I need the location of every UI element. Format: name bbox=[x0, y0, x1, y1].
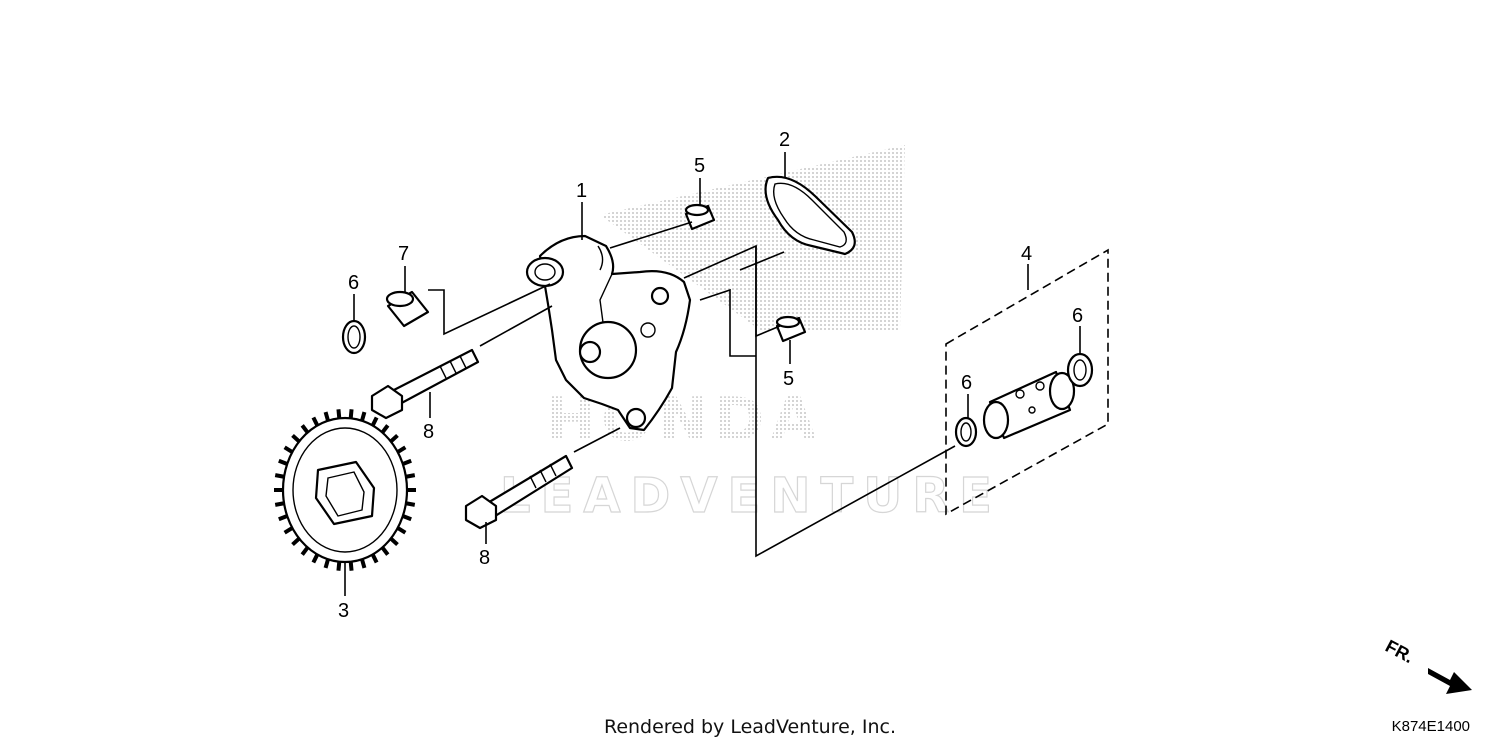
gear-tooth bbox=[396, 445, 407, 454]
part-5-dowel-top bbox=[684, 203, 716, 231]
callout-8-lower: 8 bbox=[479, 547, 490, 569]
diagram-code: K874E1400 bbox=[1391, 718, 1470, 735]
leader-lines bbox=[344, 152, 1081, 596]
callout-3: 3 bbox=[338, 600, 349, 622]
gear-tooth bbox=[283, 445, 294, 454]
part-3-driven-gear bbox=[274, 409, 416, 571]
gear-tooth bbox=[278, 514, 288, 522]
watermark-leadventure: LEADVENTURE bbox=[500, 468, 1002, 524]
gear-tooth bbox=[311, 553, 320, 564]
gear-tooth bbox=[300, 546, 310, 556]
callout-6-left: 6 bbox=[348, 272, 359, 294]
callout-2: 2 bbox=[779, 129, 790, 151]
front-direction-indicator: FR. bbox=[1382, 636, 1472, 694]
gear-tooth bbox=[336, 409, 342, 419]
gear-tooth bbox=[405, 473, 416, 479]
gear-tooth bbox=[360, 558, 367, 569]
gear-tooth bbox=[348, 561, 354, 571]
gear-tooth bbox=[336, 561, 342, 571]
part-5-dowel-bottom bbox=[775, 315, 807, 343]
callout-5-top: 5 bbox=[694, 155, 705, 177]
part-6-o-ring-right bbox=[1066, 352, 1094, 388]
gear-tooth bbox=[396, 526, 407, 535]
gear-tooth bbox=[405, 501, 416, 507]
watermark-wing bbox=[600, 145, 905, 330]
callouts: 1 2 3 4 5 5 6 6 6 7 8 8 bbox=[338, 129, 1083, 622]
part-6-o-ring-left bbox=[341, 319, 367, 355]
gear-tooth bbox=[370, 553, 379, 564]
part-4-relief-valve bbox=[982, 370, 1076, 440]
gear-tooth bbox=[283, 526, 294, 535]
gear-tooth bbox=[348, 409, 354, 419]
part-1-oil-pump bbox=[525, 234, 692, 432]
gear-tooth bbox=[274, 501, 285, 507]
callout-8-upper: 8 bbox=[423, 421, 434, 443]
part-2-gasket bbox=[764, 175, 856, 256]
gear-tooth bbox=[380, 424, 390, 434]
part-7-collar bbox=[385, 290, 430, 328]
callout-6-right: 6 bbox=[1072, 305, 1083, 327]
gear-tooth bbox=[311, 416, 320, 427]
part-4-group-box bbox=[945, 248, 1109, 516]
gear-tooth bbox=[380, 546, 390, 556]
gear-tooth bbox=[389, 537, 399, 547]
gear-tooth bbox=[274, 473, 285, 479]
gear-tooth bbox=[389, 433, 399, 443]
callout-6-mid: 6 bbox=[961, 372, 972, 394]
callout-7: 7 bbox=[398, 243, 409, 265]
callout-4: 4 bbox=[1021, 243, 1032, 265]
gear-tooth bbox=[291, 433, 301, 443]
gear-tooth bbox=[402, 458, 412, 466]
gear-tooth bbox=[370, 416, 379, 427]
gear-tooth bbox=[300, 424, 310, 434]
footer-credit: Rendered by LeadVenture, Inc. bbox=[603, 716, 897, 738]
gear-tooth bbox=[291, 537, 301, 547]
front-direction-label: FR. bbox=[1382, 636, 1417, 667]
callout-1: 1 bbox=[576, 180, 587, 202]
part-8-bolt-upper bbox=[370, 348, 480, 420]
front-direction-arrow-icon bbox=[1428, 668, 1472, 694]
gear-tooth bbox=[402, 514, 412, 522]
part-6-o-ring-mid bbox=[954, 416, 978, 448]
gear-tooth bbox=[323, 558, 330, 569]
gear-tooth bbox=[360, 411, 367, 422]
gear-tooth bbox=[323, 411, 330, 422]
gear-tooth bbox=[278, 458, 288, 466]
callout-5-bottom: 5 bbox=[783, 368, 794, 390]
part-8-bolt-lower bbox=[464, 454, 574, 530]
